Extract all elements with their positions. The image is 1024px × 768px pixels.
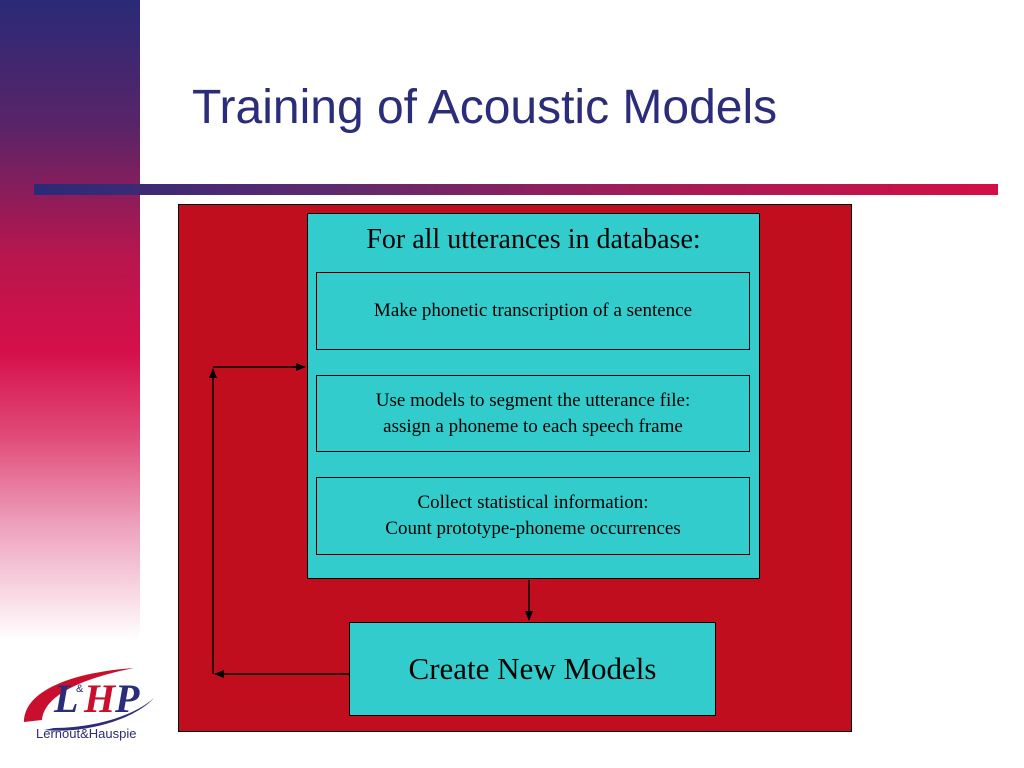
step-phonetic-transcription: Make phonetic transcription of a sentenc…	[316, 272, 750, 350]
step-line: Make phonetic transcription of a sentenc…	[373, 300, 693, 321]
step-line: Count prototype-phoneme occurrences	[385, 518, 681, 539]
sidebar-gradient	[0, 0, 140, 640]
step-segment-utterance: Use models to segment the utterance file…	[316, 375, 750, 452]
logo-company-name: Lernout&Hauspie	[36, 726, 136, 741]
svg-text:&: &	[76, 683, 84, 695]
slide-title: Training of Acoustic Models	[192, 81, 778, 134]
svg-text:P: P	[114, 676, 140, 721]
step-collect-statistics: Collect statistical information: Count p…	[316, 477, 750, 555]
svg-text:L: L	[53, 676, 78, 721]
step-line: Use models to segment the utterance file…	[375, 389, 691, 411]
step-line: assign a phoneme to each speech frame	[383, 415, 683, 437]
title-divider	[34, 184, 998, 195]
create-new-models-box: Create New Models	[349, 622, 716, 716]
lh-logo-icon: L & H P Lernout&Hauspie	[14, 650, 204, 751]
step-line: Collect statistical information:	[417, 492, 649, 513]
svg-text:H: H	[83, 676, 117, 721]
loop-title: For all utterances in database:	[366, 224, 701, 255]
